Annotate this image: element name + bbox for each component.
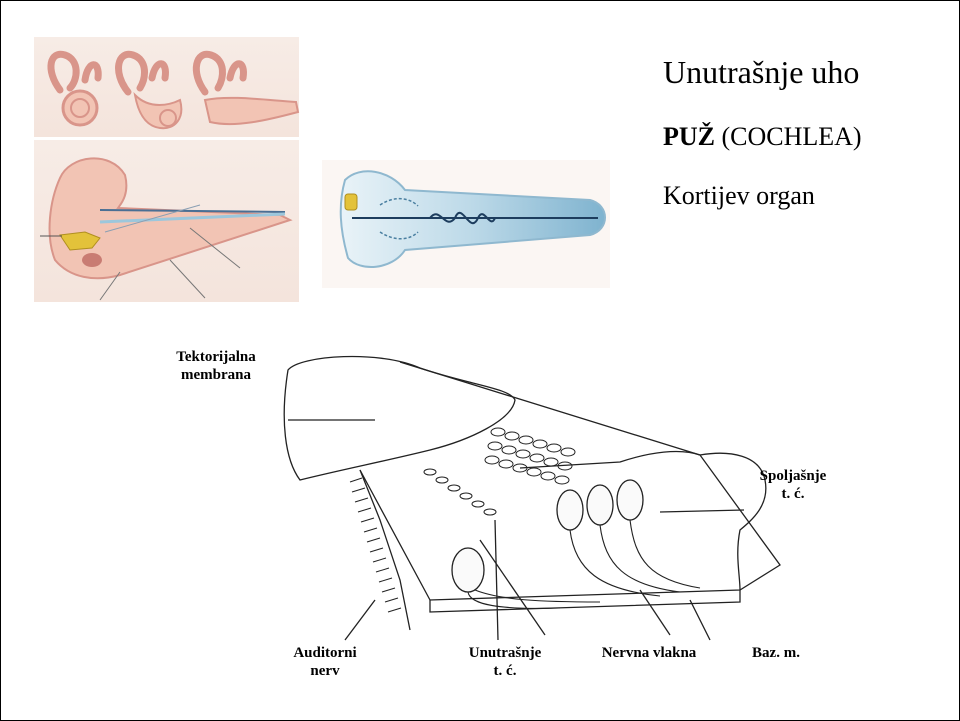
- label-nerve-fibers: Nervna vlakna: [574, 644, 724, 662]
- label-outer-hair-cells: Spoljašnje t. ć.: [738, 467, 848, 503]
- inner-ear-sequence-image: [34, 37, 299, 137]
- label-outer-line2: t. ć.: [738, 485, 848, 503]
- page-subtitle: PUŽ (COCHLEA): [663, 122, 862, 152]
- label-tectorial-line2: membrana: [156, 366, 276, 384]
- label-auditory-line1: Auditorni: [275, 644, 375, 662]
- label-auditory-line2: nerv: [275, 662, 375, 680]
- label-basilar-membrane: Baz. m.: [736, 644, 816, 662]
- label-tectorial-membrane: Tektorijalna membrana: [156, 348, 276, 384]
- label-inner-line2: t. ć.: [450, 662, 560, 680]
- label-tectorial-line1: Tektorijalna: [156, 348, 276, 366]
- label-auditory-nerve: Auditorni nerv: [275, 644, 375, 680]
- label-outer-line1: Spoljašnje: [738, 467, 848, 485]
- organ-heading: Kortijev organ: [663, 181, 815, 211]
- organ-of-corti-drawing: [284, 356, 780, 640]
- subtitle-rest: (COCHLEA): [715, 122, 862, 151]
- page-title: Unutrašnje uho: [663, 54, 859, 91]
- cochlea-cutaway-image: [34, 140, 299, 302]
- label-inner-line1: Unutrašnje: [450, 644, 560, 662]
- uncoiled-cochlea-image: [322, 160, 610, 288]
- subtitle-bold: PUŽ: [663, 122, 715, 151]
- label-inner-hair-cells: Unutrašnje t. ć.: [450, 644, 560, 680]
